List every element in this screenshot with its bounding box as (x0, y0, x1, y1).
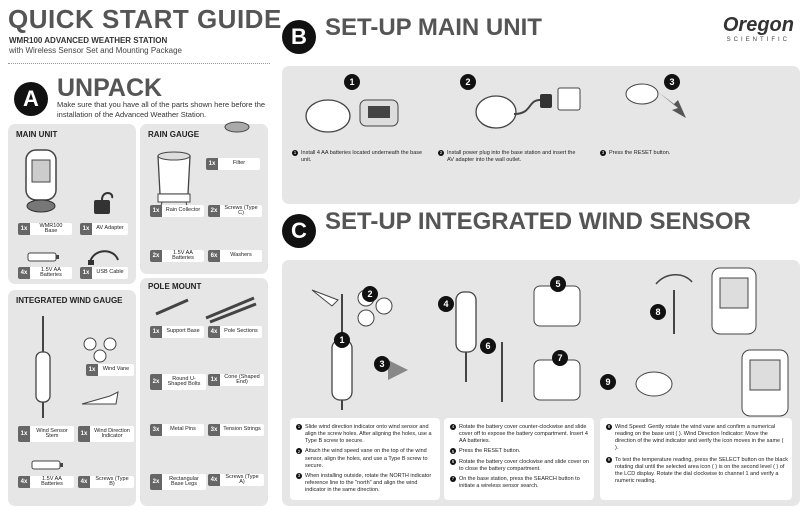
list-item: 1x Wind Vane (86, 364, 134, 376)
instruction: 2 Attach the wind speed vane on the top … (296, 448, 428, 469)
pole-mount-panel: POLE MOUNT 1x Support Base 4x Pole Secti… (140, 278, 268, 506)
wind-sensor-icon (455, 285, 581, 402)
wind-vane-icon (83, 337, 117, 363)
arrow-icon (625, 83, 686, 118)
step-number: 2 (460, 74, 476, 90)
list-item: 4x Pole Sections (208, 326, 262, 338)
divider (8, 63, 270, 64)
instruction: 1 Slide wind direction indicator onto wi… (296, 424, 432, 445)
section-b-panel: 1 1 Install 4 AA batteries located under… (282, 66, 800, 204)
list-item: 3x Tension Strings (208, 424, 264, 436)
instruction: 7 On the base station, press the SEARCH … (450, 475, 580, 489)
step-number: 1 (344, 74, 360, 90)
step-number: 6 (480, 338, 496, 354)
list-item: 1x AV Adapter (80, 223, 128, 235)
step-number: 5 (550, 276, 566, 292)
section-a-badge: A (14, 82, 48, 116)
instruction-box: 4 Rotate the battery cover counter-clock… (444, 418, 594, 500)
instruction: 6 Rotate the battery cover clockwise and… (450, 458, 589, 472)
step-number: 3 (374, 356, 390, 372)
step-number: 9 (600, 374, 616, 390)
list-item: 1x Cone (Shaped End) (208, 374, 264, 386)
instruction: 3 When installing outside, rotate the NO… (296, 472, 432, 494)
instruction: 1 Install 4 AA batteries located underne… (292, 150, 423, 164)
instruction-box: 1 Slide wind direction indicator onto wi… (290, 418, 440, 500)
pole-mount-title: POLE MOUNT (148, 282, 202, 291)
battery-icon (27, 252, 59, 262)
section-c-panel: 2 1 3 4 5 6 7 8 9 1 Slide wind direction… (282, 260, 800, 506)
list-item: 3x Metal Pins (150, 424, 204, 436)
weather-station-icon (25, 149, 57, 213)
instruction: 9 To test the temperature reading, press… (606, 456, 788, 484)
instruction-box: 8 Wind Speed: Gently rotate the wind van… (600, 418, 792, 500)
step-number: 1 (334, 332, 350, 348)
brand-logo: Oregon (722, 14, 794, 36)
list-item: 4x Screws (Type B) (78, 476, 134, 488)
instruction: 2 Install power plug into the base stati… (438, 150, 576, 164)
step-number: 3 (664, 74, 680, 90)
step-number: 8 (650, 304, 666, 320)
weather-station-icon (635, 267, 789, 417)
section-c-badge: C (282, 214, 316, 248)
section-a-title: UNPACK (57, 74, 163, 102)
list-item: 4x Screws (Type A) (208, 474, 264, 486)
instruction: 4 Rotate the battery cover counter-clock… (450, 424, 588, 445)
usb-cable-icon (88, 250, 119, 265)
step-number: 4 (438, 296, 454, 312)
list-item: 4x 1.5V AA Batteries (18, 476, 74, 488)
main-unit-panel: MAIN UNIT 1x WMR100 Base 1x AV Adapter 4… (8, 124, 136, 284)
step-number: 2 (362, 286, 378, 302)
section-a-intro: Make sure that you have all of the parts… (57, 100, 266, 120)
section-b-title: SET-UP MAIN UNIT (325, 14, 542, 41)
wind-sensor-icon (35, 316, 51, 418)
pole-icon (155, 296, 257, 324)
list-item: 1x Support Base (150, 326, 204, 338)
list-item: 2x 1.5V AA Batteries (150, 250, 204, 262)
adapter-icon (94, 192, 114, 214)
instruction: 5 Press the RESET button. (450, 448, 521, 455)
filter-icon (224, 121, 250, 133)
rain-gauge-title: RAIN GAUGE (148, 130, 200, 139)
page-title: QUICK START GUIDE (8, 4, 282, 34)
list-item: 2x Round U-Shaped Bolts (150, 374, 206, 390)
list-item: 1x Wind Direction Indicator (78, 426, 134, 442)
wind-direction-icon (81, 391, 119, 405)
list-item: 6x Washers (208, 250, 262, 262)
adapter-icon (475, 87, 581, 129)
battery-icon (31, 460, 63, 470)
section-c-title: SET-UP INTEGRATED WIND SENSOR (325, 208, 751, 235)
instruction: 3 Press the RESET button. (600, 150, 671, 156)
product-name: WMR100 ADVANCED WEATHER STATION (9, 36, 168, 45)
wind-sensor-icon (311, 289, 408, 410)
brand-tagline: SCIENTIFIC (726, 37, 790, 43)
list-item: 1x Filter (206, 158, 260, 170)
wind-gauge-panel: INTEGRATED WIND GAUGE 1x Wind Vane 1x Wi… (8, 290, 136, 506)
instruction: 8 Wind Speed: Gently rotate the wind van… (606, 424, 784, 452)
section-b-badge: B (282, 20, 316, 54)
list-item: 4x 1.5V AA Batteries (18, 267, 72, 279)
list-item: 1x WMR100 Base (18, 223, 72, 235)
product-subtitle: with Wireless Sensor Set and Mounting Pa… (9, 46, 182, 55)
list-item: 2x Rectangular Base Legs (150, 474, 206, 490)
list-item: 2x Screws (Type C) (208, 205, 262, 217)
weather-station-icon (305, 99, 399, 133)
rain-gauge-icon (157, 151, 191, 211)
list-item: 1x USB Cable (80, 267, 128, 279)
list-item: 1x Rain Collector (150, 205, 204, 217)
step-number: 7 (552, 350, 568, 366)
list-item: 1x Wind Sensor Stem (18, 426, 74, 442)
main-unit-title: MAIN UNIT (16, 130, 58, 139)
rain-gauge-panel: RAIN GAUGE 1x Filter 1x Rain Collector 2… (140, 121, 268, 274)
wind-gauge-title: INTEGRATED WIND GAUGE (16, 296, 123, 305)
